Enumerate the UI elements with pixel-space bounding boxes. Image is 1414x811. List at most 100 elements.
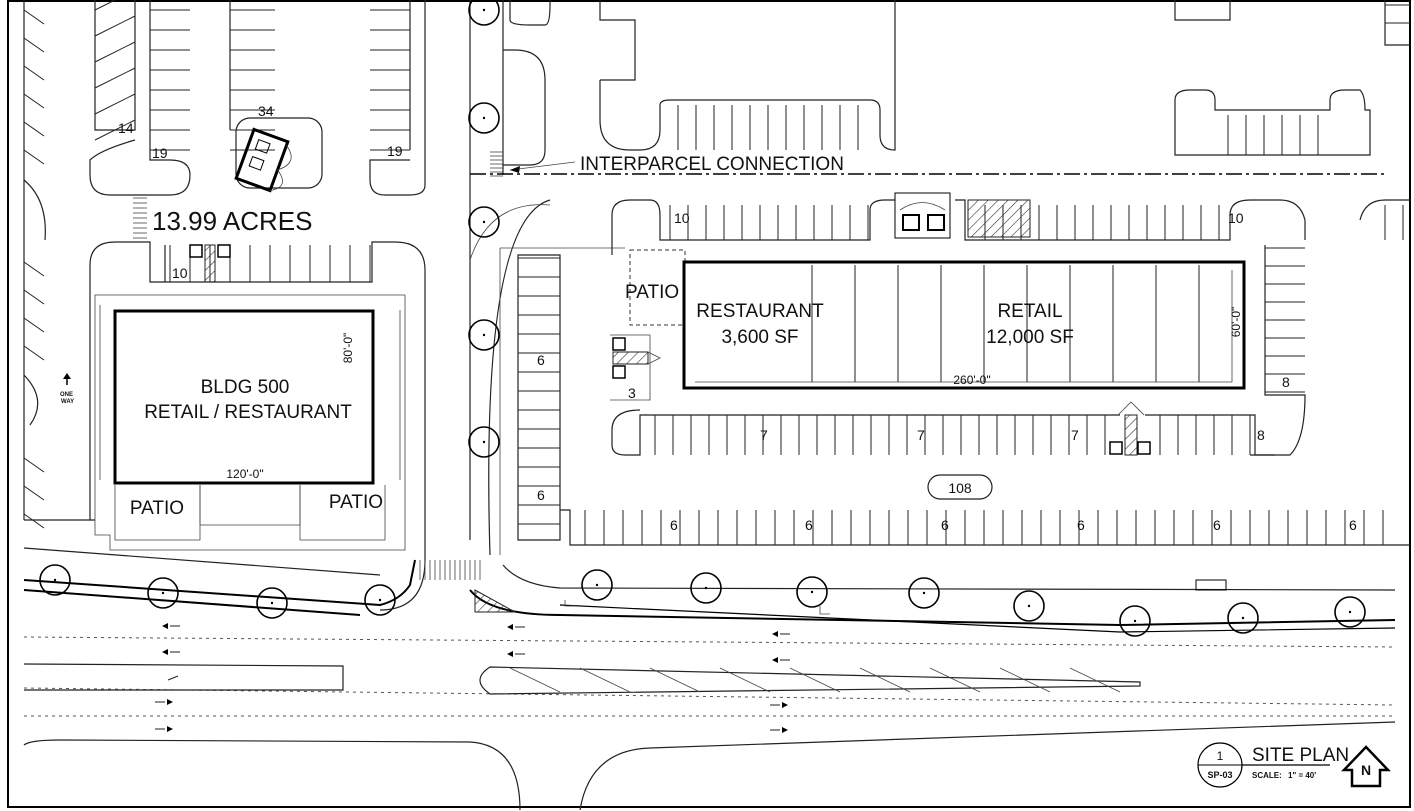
bottom-row-count-1: 6 — [670, 517, 678, 533]
linework — [23, 261, 45, 277]
linework — [94, 67, 136, 89]
tree-icon — [468, 0, 500, 26]
retail-name: RETAIL — [997, 301, 1062, 322]
bottom-row-count-4: 6 — [1077, 517, 1085, 533]
tree-icon — [690, 572, 722, 604]
top-right-stall-count: 19 — [387, 143, 403, 159]
linework — [999, 667, 1051, 693]
bldg500-width-dim: 120'-0" — [226, 467, 263, 481]
bldg500-name: BLDG 500 — [201, 377, 290, 398]
linework — [929, 667, 981, 693]
retail-area: 12,000 SF — [986, 327, 1074, 348]
linework — [94, 119, 136, 141]
tree-trunk — [53, 578, 57, 582]
linework — [23, 289, 45, 305]
acreage-label: 13.99 ACRES — [152, 206, 312, 236]
tree-trunk — [1348, 610, 1352, 614]
restaurant-name: RESTAURANT — [696, 301, 824, 322]
left-col-upper-stall-count: 6 — [537, 352, 545, 368]
one-way-label-line1: ONE — [60, 392, 73, 398]
linework — [167, 675, 179, 681]
tree-icon — [581, 569, 613, 601]
restaurant-area: 3,600 SF — [721, 327, 798, 348]
tree-trunk — [1241, 616, 1245, 620]
main-width-dim: 260'-0" — [953, 373, 990, 387]
linework — [23, 93, 45, 109]
linework — [23, 9, 45, 25]
top-left-stall-count-a: 14 — [118, 120, 134, 136]
linework — [23, 37, 45, 53]
top-right-parking — [503, 0, 1410, 166]
direction-arrow-icon — [772, 631, 778, 637]
direction-arrow-icon — [782, 727, 788, 733]
inner-row-count-1: 7 — [760, 427, 768, 443]
linework — [859, 667, 911, 693]
linework — [94, 15, 136, 37]
tree-trunk — [704, 586, 708, 590]
tree-trunk — [1133, 619, 1137, 623]
bldg500-patio-left: PATIO — [130, 498, 184, 519]
direction-arrow-icon — [507, 624, 513, 630]
detail-number: 1 — [1217, 749, 1224, 763]
linework — [23, 485, 45, 501]
direction-arrow-icon — [167, 726, 173, 732]
tree-icon — [1119, 605, 1151, 637]
tree-trunk — [482, 8, 486, 12]
tree-icon — [468, 426, 500, 458]
tree-icon — [908, 577, 940, 609]
bottom-row-count-5: 6 — [1213, 517, 1221, 533]
linework — [719, 667, 771, 693]
linework — [23, 345, 45, 361]
linework — [94, 0, 117, 11]
tree-icon — [147, 577, 179, 609]
island-stall-count: 34 — [258, 103, 274, 119]
linework — [23, 65, 45, 81]
tree-trunk — [482, 440, 486, 444]
patio-stall-count: 3 — [628, 385, 636, 401]
bldg-500-site — [89, 241, 426, 611]
main-building-site — [517, 192, 1410, 546]
tree-trunk — [161, 591, 165, 595]
linework — [789, 667, 841, 693]
dumpster-enclosure — [234, 127, 292, 193]
tree-trunk — [378, 598, 382, 602]
scale-value: 1" = 40' — [1288, 771, 1316, 780]
road — [23, 547, 1396, 811]
total-parking-count: 108 — [948, 480, 972, 496]
bottom-row-count-6: 6 — [1349, 517, 1357, 533]
direction-arrow-icon — [162, 623, 168, 629]
tree-icon — [468, 102, 500, 134]
linework — [649, 667, 701, 693]
bottom-row-count-3: 6 — [941, 517, 949, 533]
top-left-stall-count-b: 19 — [152, 145, 168, 161]
tree-icon — [256, 587, 288, 619]
right-col-stall-count: 8 — [1282, 374, 1290, 390]
tree-trunk — [270, 601, 274, 605]
drive-aisle — [419, 0, 625, 580]
north-label: N — [1361, 762, 1371, 778]
main-depth-dim: 60'-0" — [1229, 307, 1243, 338]
left-col-lower-stall-count: 6 — [537, 487, 545, 503]
north-arrow-icon: N — [1361, 762, 1371, 778]
inner-row-count-2: 7 — [917, 427, 925, 443]
linework — [94, 41, 136, 63]
direction-arrow-icon — [507, 651, 513, 657]
linework — [23, 317, 45, 333]
title-block — [1197, 742, 1391, 788]
tree-icon — [468, 319, 500, 351]
linework — [509, 667, 561, 693]
bottom-row-count-2: 6 — [805, 517, 813, 533]
direction-arrow-icon — [782, 702, 788, 708]
tree-icon — [1227, 602, 1259, 634]
bldg500-row-stall-count: 10 — [172, 265, 188, 281]
linework — [23, 513, 45, 529]
linework — [1069, 667, 1121, 693]
tree-trunk — [482, 116, 486, 120]
bldg500-use: RETAIL / RESTAURANT — [144, 402, 352, 423]
tree-icon — [796, 576, 828, 608]
tree-icon — [364, 584, 396, 616]
direction-arrow-icon — [772, 657, 778, 663]
one-way-arrow-icon — [63, 373, 71, 385]
tree-trunk — [482, 333, 486, 337]
